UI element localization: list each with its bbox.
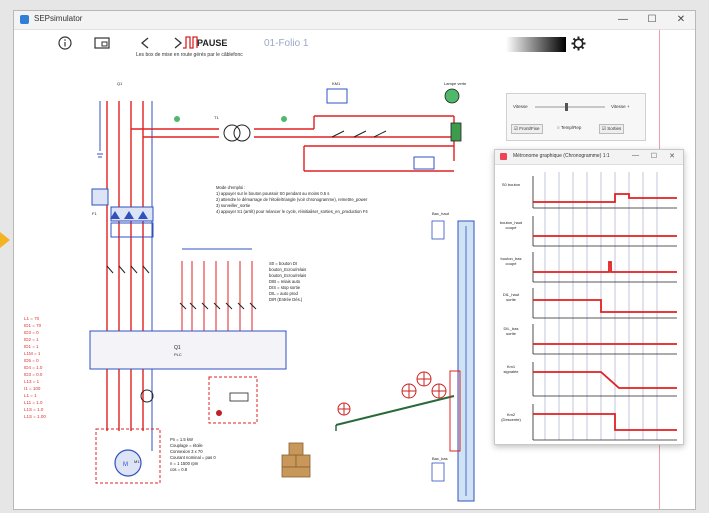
- label-t1: T1: [214, 115, 219, 120]
- app-window: SEPsimulator — ☐ ✕ PAUSE 01-Folio 1 Les …: [13, 10, 696, 510]
- instructions-text: Mode d'emploi :1) appuyer sur le bouton …: [216, 185, 368, 214]
- checkbox-temp-rep[interactable]: ○ Temp/Rep: [557, 125, 582, 130]
- wiring-diagram: Q1 PLC M: [89, 88, 475, 502]
- channel-label: bouton_bas coupé: [500, 256, 522, 266]
- checkbox-sorties[interactable]: ☑ Sorties: [599, 124, 625, 134]
- close-button[interactable]: ✕: [676, 14, 686, 25]
- svg-text:M: M: [123, 462, 128, 468]
- info-icon[interactable]: [58, 36, 72, 50]
- chevron-left-icon[interactable]: [139, 36, 151, 50]
- label-bac-haut: Bac_haut: [432, 211, 449, 216]
- svg-text:Q1: Q1: [174, 345, 181, 351]
- chronogram-minimize-button[interactable]: —: [632, 152, 639, 159]
- app-icon: [20, 15, 29, 24]
- label-bac-bas: Bac_bas: [432, 456, 448, 461]
- checkbox-front-fixe[interactable]: ☑ Front/Fixe: [511, 124, 543, 134]
- channel-label: Km2 (Descente): [501, 412, 521, 422]
- pulse-icon[interactable]: [182, 35, 198, 50]
- channel-label: bouton_haut coupé: [499, 220, 523, 230]
- chronogram-maximize-button[interactable]: ☐: [650, 153, 657, 160]
- speed-slider[interactable]: [535, 103, 605, 111]
- svg-text:PLC: PLC: [174, 352, 182, 357]
- channel-label: DIL_bas sortie: [503, 326, 519, 336]
- chronogram-close-button[interactable]: ✕: [669, 153, 675, 160]
- window-title: SEPsimulator: [34, 14, 83, 23]
- pointer-arrow: [0, 232, 10, 248]
- channel-label: Km1 signalée: [503, 364, 519, 374]
- chronogram-title: Métronome graphique (Chronogramme) 1:1: [513, 153, 610, 159]
- label-f1: F1: [92, 211, 97, 216]
- label-q1: Q1: [117, 81, 123, 86]
- chronogram-app-icon: [500, 153, 507, 160]
- folio-label[interactable]: 01-Folio 1: [264, 38, 309, 49]
- speed-label-right: Vitesse +: [611, 104, 630, 109]
- maximize-button[interactable]: ☐: [647, 14, 657, 25]
- chronogram-window[interactable]: Métronome graphique (Chronogramme) 1:1 —…: [494, 149, 684, 445]
- chronogram-plot: [532, 172, 677, 441]
- speed-label-left: Vitesse: [513, 104, 528, 109]
- gear-icon[interactable]: [571, 36, 586, 51]
- channel-label: S0 bouton: [501, 182, 521, 187]
- channel-label: DIL_haut sortie: [502, 292, 520, 302]
- pause-button[interactable]: PAUSE: [197, 38, 228, 48]
- label-m1: M1: [134, 459, 140, 464]
- simulation-control-panel: Vitesse Vitesse + ☑ Front/Fixe ○ Temp/Re…: [506, 93, 646, 141]
- screen-icon[interactable]: [94, 36, 110, 50]
- label-lamp: Lampe verte: [444, 81, 467, 86]
- chronogram-titlebar[interactable]: Métronome graphique (Chronogramme) 1:1 —…: [495, 150, 683, 165]
- minimize-button[interactable]: —: [618, 14, 628, 25]
- chevron-right-icon[interactable]: [172, 36, 184, 50]
- folio-subtitle: Les box de mise en route gérés par le câ…: [136, 52, 243, 58]
- color-gradient-bar[interactable]: [506, 37, 566, 52]
- title-bar: SEPsimulator — ☐ ✕: [14, 11, 695, 30]
- label-km1: KM1: [332, 81, 341, 86]
